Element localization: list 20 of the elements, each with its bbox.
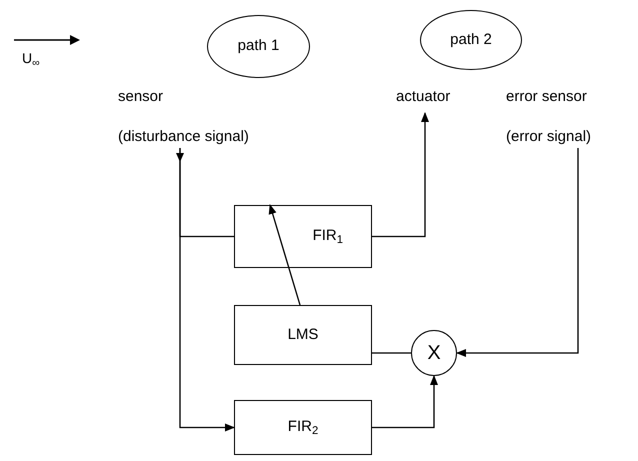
node-label: (error signal)	[506, 126, 592, 146]
arrow	[456, 148, 579, 357]
node-label: LMS	[288, 324, 318, 345]
node-label: FIR$_{1}$	[312, 226, 343, 248]
node-label: (disturbance signal)	[118, 126, 249, 146]
node-label: actuator	[396, 87, 450, 107]
arrow	[268, 204, 301, 306]
node-label: path 1	[236, 37, 280, 56]
filter-box	[234, 205, 372, 268]
node-label: sensor	[118, 87, 164, 107]
arrow	[372, 375, 438, 428]
filter-box	[234, 400, 372, 455]
arrow	[372, 112, 429, 238]
node-label: X	[427, 341, 441, 366]
node-label: error sensor	[506, 87, 587, 107]
filter-box	[234, 305, 372, 365]
node-label: FIR$_{2}$	[288, 417, 318, 439]
arrow	[179, 148, 235, 432]
node-label: path 2	[449, 30, 493, 50]
velocity-label: U$_{∞}$	[22, 49, 40, 69]
